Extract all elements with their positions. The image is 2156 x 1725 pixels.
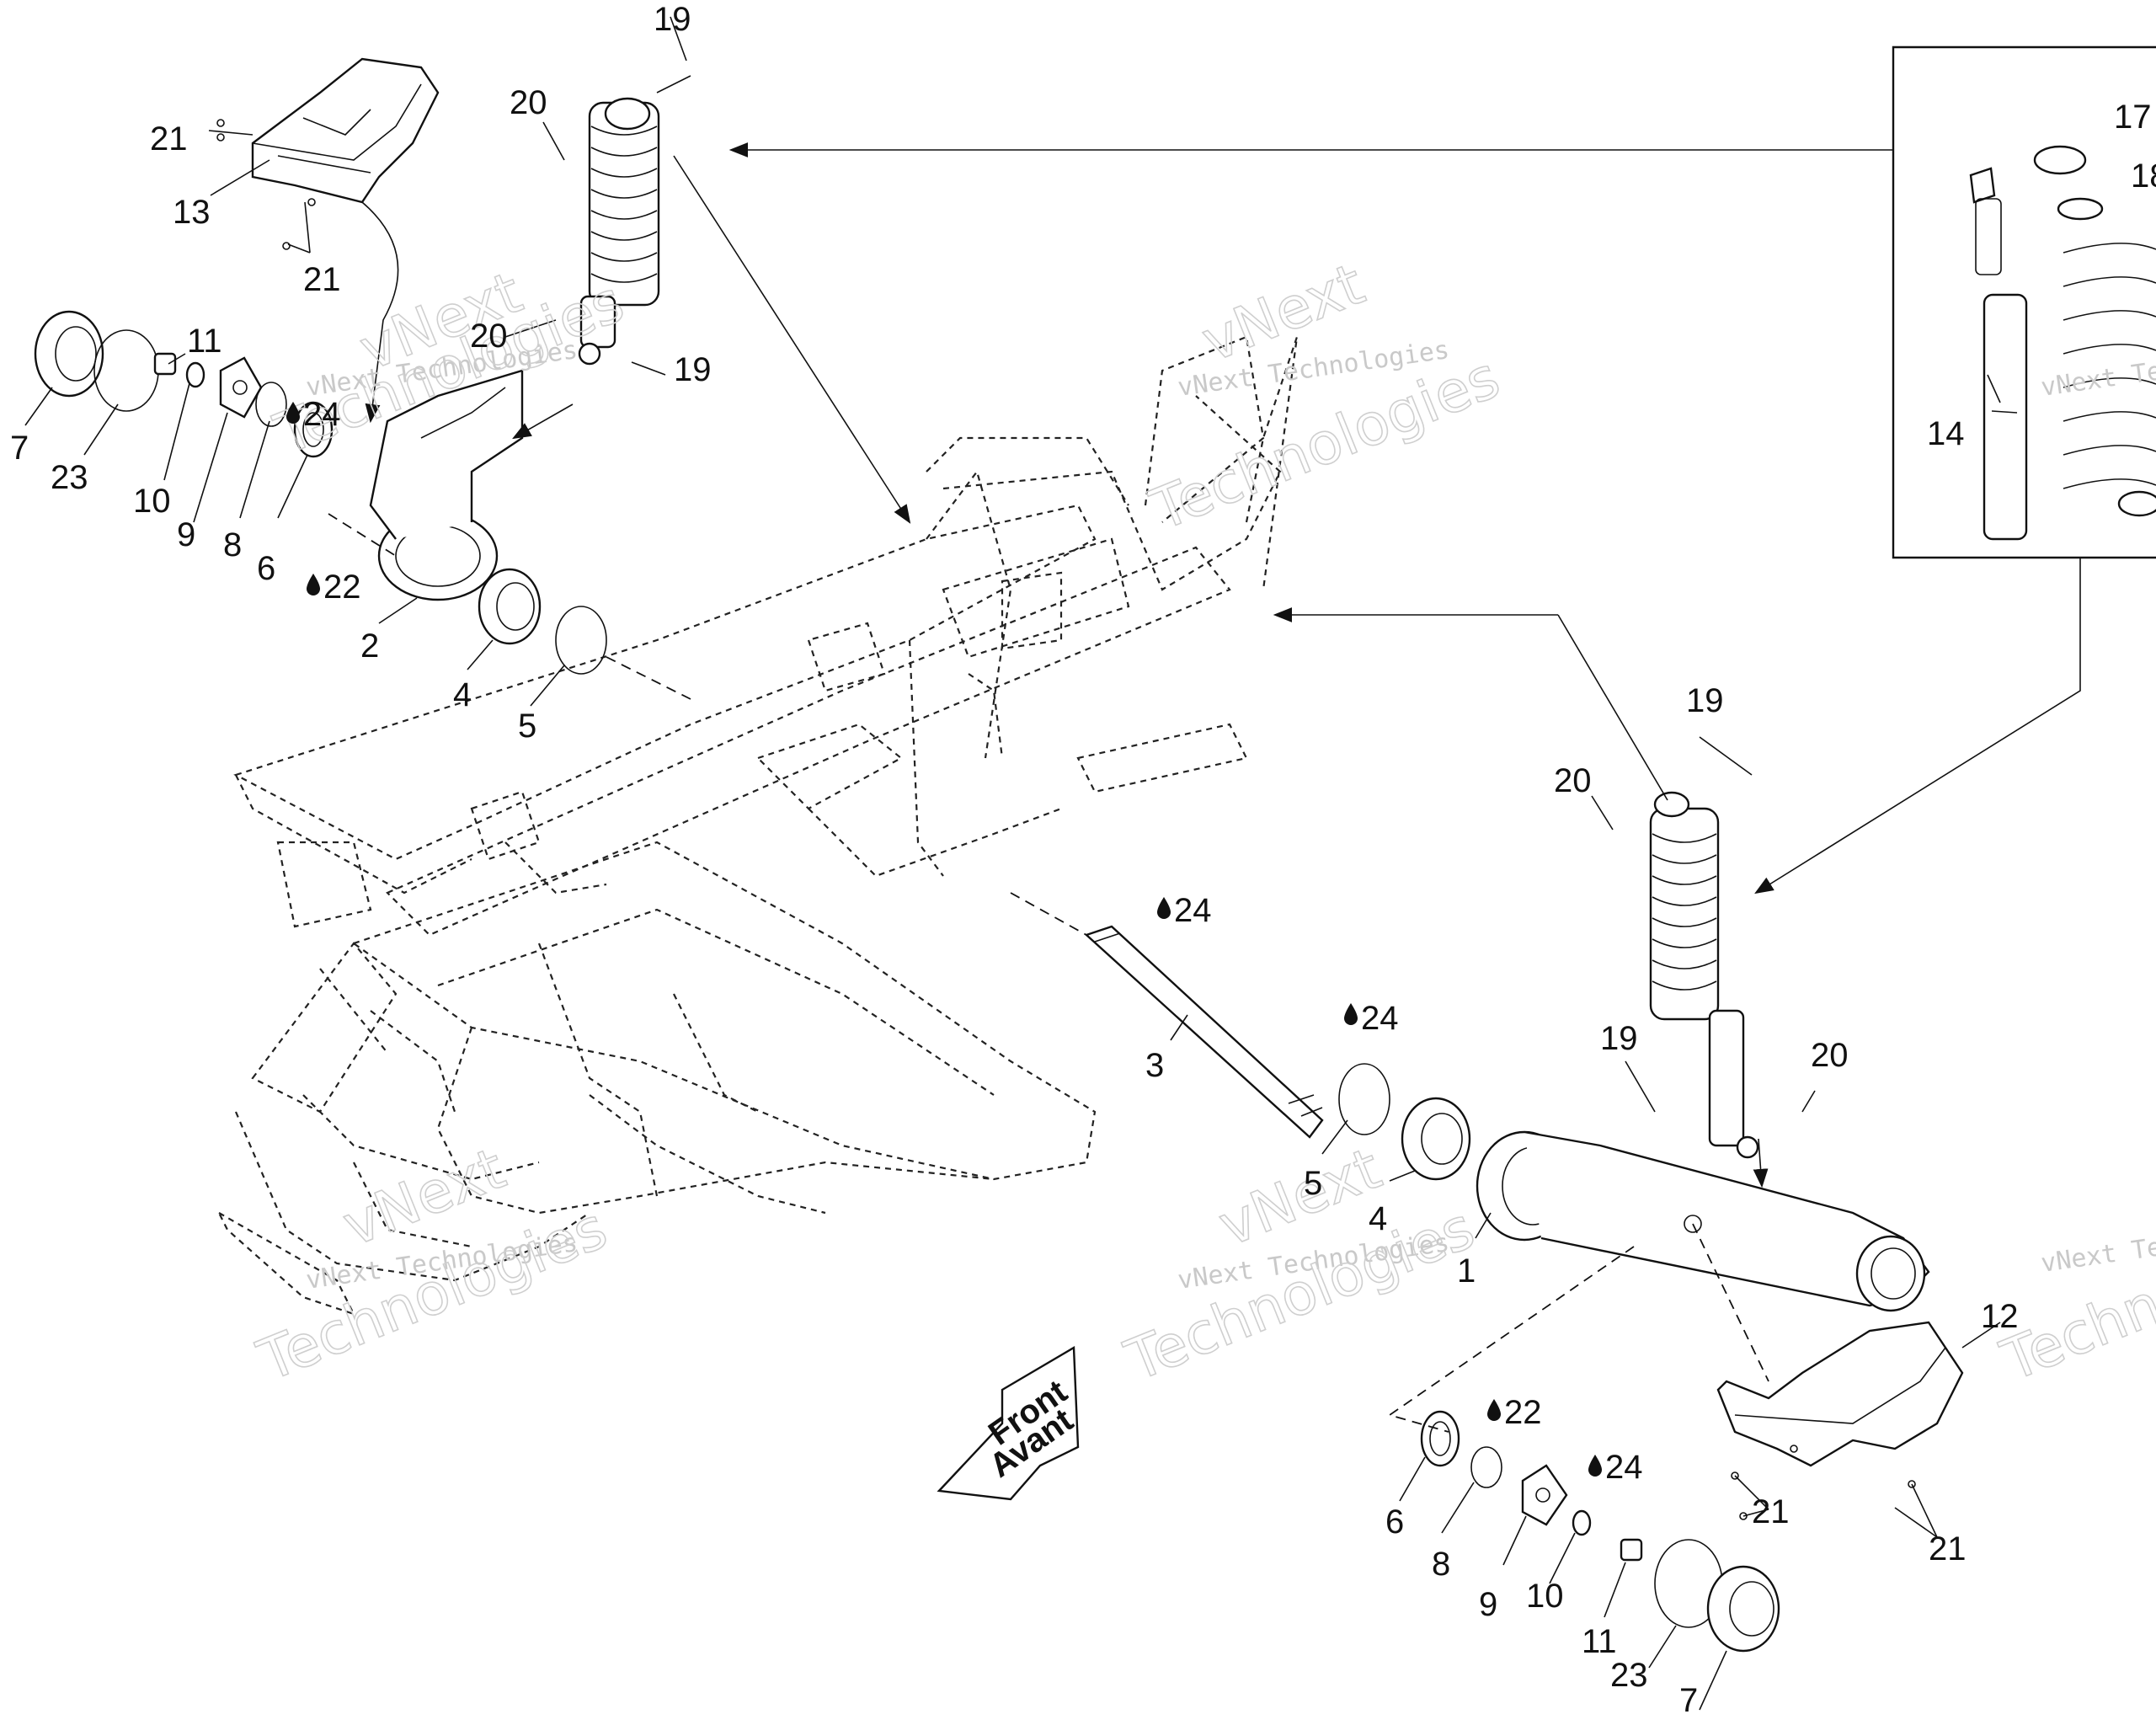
nut-11-right <box>1620 1538 1643 1562</box>
callout-7: 7 <box>10 430 29 467</box>
callout-21: 21 <box>150 120 188 158</box>
bearing-4-left <box>478 568 542 645</box>
callout-7: 7 <box>1679 1682 1698 1719</box>
seal-6-right <box>1420 1410 1460 1467</box>
ring-23-left <box>93 329 159 412</box>
drop-icon <box>1487 1399 1501 1421</box>
callout-20: 20 <box>1811 1037 1849 1074</box>
callout-13: 13 <box>173 194 211 231</box>
callout-3: 3 <box>1145 1047 1164 1084</box>
callout-19: 19 <box>1686 682 1724 719</box>
callouts: 19 20 20 19 21 13 21 11 24 7 23 10 9 8 6… <box>10 1 2156 1719</box>
callout-24: 24 <box>1174 892 1212 929</box>
callout-4: 4 <box>453 676 472 713</box>
callout-12: 12 <box>1981 1298 2019 1335</box>
callout-21: 21 <box>1929 1530 1967 1567</box>
callout-9: 9 <box>1479 1586 1497 1623</box>
watermark-text: vNext Technologies <box>2039 1211 2156 1279</box>
screws-21-left <box>216 119 316 250</box>
inset-shock-detail <box>1892 45 2156 559</box>
callout-19: 19 <box>654 1 691 38</box>
screws-21-right <box>1731 1445 1916 1520</box>
shock-absorber-right <box>1649 791 1759 1159</box>
hub-cap-7-right <box>1706 1565 1780 1653</box>
bearing-4-right <box>1401 1097 1471 1181</box>
swing-arm-2-left <box>369 369 524 601</box>
callout-9: 9 <box>177 516 195 553</box>
hub-cap-7-left <box>34 310 104 398</box>
callout-17: 17 <box>2114 99 2152 136</box>
flange-9-right <box>1521 1464 1568 1526</box>
drop-icon <box>1344 1003 1358 1025</box>
callout-24: 24 <box>1361 1000 1399 1037</box>
washer-10-left <box>185 361 205 388</box>
skid-plate-13 <box>251 57 440 204</box>
callout-1: 1 <box>1457 1252 1476 1290</box>
washer-10-right <box>1572 1509 1592 1536</box>
callout-20: 20 <box>510 84 547 121</box>
callout-5: 5 <box>518 708 536 745</box>
flange-9-left <box>219 356 263 419</box>
callout-4: 4 <box>1369 1200 1387 1237</box>
circlip-5-left <box>555 606 607 675</box>
skid-plate-12 <box>1716 1321 1964 1467</box>
callout-6: 6 <box>1385 1503 1404 1541</box>
callout-23: 23 <box>51 459 88 496</box>
callout-10: 10 <box>1526 1578 1564 1615</box>
shock-absorber-left <box>578 97 660 366</box>
callout-21: 21 <box>303 261 341 298</box>
callout-21: 21 <box>1752 1493 1790 1530</box>
seal-6-left <box>293 401 334 458</box>
circlip-5-right <box>1338 1063 1390 1135</box>
callout-20: 20 <box>470 318 508 355</box>
chassis-frame <box>216 335 1299 1316</box>
callout-2: 2 <box>360 628 379 665</box>
callout-19: 19 <box>674 351 712 388</box>
front-direction-arrow: Front Avant <box>937 1345 1080 1501</box>
callout-6: 6 <box>257 550 275 587</box>
callout-14: 14 <box>1927 415 1965 452</box>
callout-10: 10 <box>133 483 171 520</box>
callout-5: 5 <box>1304 1165 1322 1202</box>
callout-19: 19 <box>1600 1020 1638 1057</box>
callout-22: 22 <box>1504 1394 1542 1431</box>
callout-8: 8 <box>223 526 242 563</box>
drop-icon <box>307 574 320 595</box>
callout-11: 11 <box>187 323 222 360</box>
seal-8-left <box>255 382 287 427</box>
callout-18: 18 <box>2131 158 2156 195</box>
callout-8: 8 <box>1432 1546 1450 1583</box>
watermark-big-2: Technologies <box>1993 1195 2156 1395</box>
seal-8-right <box>1470 1446 1502 1488</box>
callout-24: 24 <box>303 396 341 433</box>
callout-22: 22 <box>323 569 361 606</box>
callout-11: 11 <box>1582 1623 1617 1660</box>
leader-lines <box>24 16 2081 1711</box>
drop-icon <box>1157 897 1171 919</box>
swing-arm-1-right <box>1476 1130 1930 1312</box>
nut-11-left <box>153 352 177 376</box>
callout-20: 20 <box>1554 762 1592 799</box>
callout-23: 23 <box>1610 1657 1648 1694</box>
callout-24: 24 <box>1605 1449 1643 1486</box>
axle-3 <box>1084 925 1324 1139</box>
drop-icon <box>1588 1455 1602 1477</box>
